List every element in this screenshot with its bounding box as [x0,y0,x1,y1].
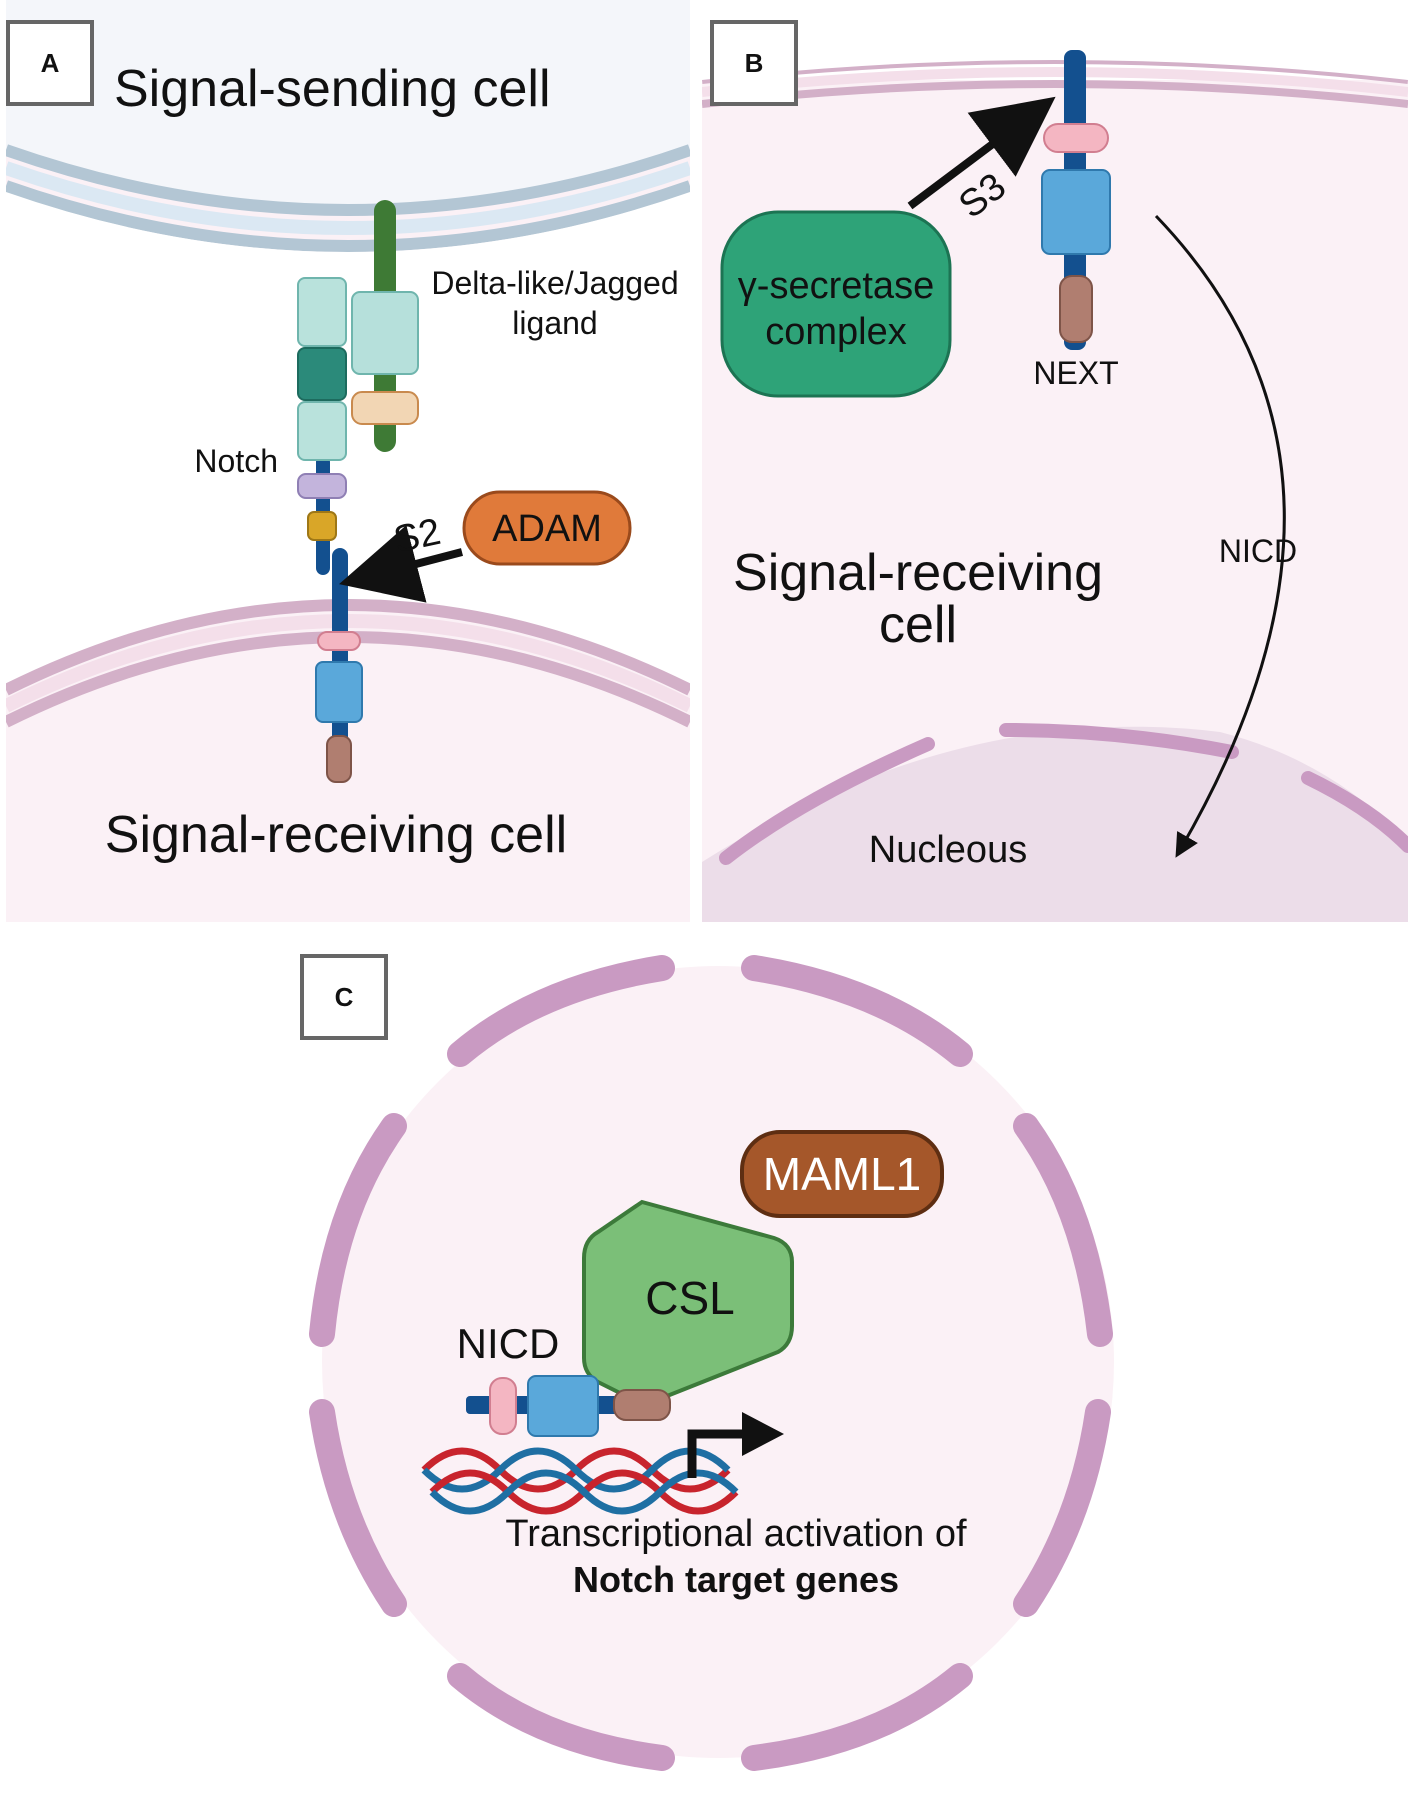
panel-b-letter: B [745,48,764,78]
envelope-c-seg-1 [447,955,675,1067]
b-membrane-outer [702,56,1408,84]
panel-b: γ-secretase complex S3 NEXT NICD Signal-… [702,0,1408,922]
nucleus-body [702,726,1408,922]
panel-b-letter-box [710,20,798,106]
nicd-label-c: NICD [457,1320,560,1367]
notch-blue-domain-a [315,661,363,723]
notch-nrr-domain [297,473,347,499]
ligand-domain [351,291,419,375]
sending-membrane-mid [6,161,690,235]
envelope-c-seg-5 [741,1663,973,1771]
notch-egf-domain-1 [297,277,347,347]
nuclear-envelope-c [309,955,1113,1771]
caption-line1: Transcriptional activation of [505,1513,967,1555]
gamma-secretase-label-line1: γ-secretase [738,265,934,307]
nuclear-envelope-seg-2 [999,723,1239,759]
envelope-c-seg-4 [1013,1399,1111,1617]
maml1-protein [740,1130,944,1218]
delta-jagged-ligand [351,200,419,452]
ligand-label-line2: ligand [512,305,597,341]
envelope-c-seg-6 [447,1663,675,1771]
nicd-blue-domain [527,1375,599,1437]
panel-c-letter: C [335,982,354,1012]
notch-receptor [297,277,363,783]
panel-c-letter-box [300,954,388,1040]
dna-double-helix [421,1447,739,1515]
notch-egf-domain-2 [297,347,347,401]
adam-enzyme [462,490,632,566]
notch-hd-domain [307,511,337,541]
notch-egf-domain-3 [297,401,347,461]
panel-a-letter: A [41,48,60,78]
envelope-c-seg-8 [309,1113,407,1347]
panel-a: ADAM S2 Signal-sending cell Delta-like/J… [6,0,690,922]
maml1-label: MAML1 [763,1148,921,1200]
nicd-brown-domain [613,1389,671,1421]
s2-arrow [339,525,464,603]
signal-receiving-cell-label-b-line2: cell [879,596,957,654]
next-blue-domain [1041,169,1111,255]
csl-label: CSL [645,1272,734,1324]
gamma-secretase-complex [720,210,952,398]
sending-cell-body [6,0,690,210]
sending-membrane-inner [6,180,690,252]
nicd-pink-domain [489,1377,517,1435]
dna-strand-blue [421,1447,731,1493]
envelope-c-seg-7 [309,1399,407,1617]
signal-sending-cell-label: Signal-sending cell [114,60,551,118]
sending-membrane-outer [6,144,690,216]
envelope-c-seg-3 [1013,1113,1113,1347]
next-pink-domain [1043,123,1109,153]
s2-label: S2 [390,511,444,562]
b-membrane-mid [702,67,1408,97]
transcription-start-arrowhead [742,1412,784,1456]
nuclear-envelope-seg-1 [719,737,935,865]
notch-pink-domain-a [317,631,361,651]
nucleus-label: Nucleous [869,829,1027,871]
nicd-label-b: NICD [1219,533,1297,569]
s3-arrow [907,96,1056,210]
dna-strand-blue-2 [429,1469,739,1515]
b-outside [702,0,1408,80]
gamma-secretase-label-line2: complex [765,311,907,353]
notch-label: Notch [194,443,278,479]
next-fragment [1041,50,1111,350]
signal-receiving-cell-label-b-line1: Signal-receiving [733,544,1103,602]
panel-c: MAML1 CSL NICD Transcriptional activatio… [300,954,1114,1771]
envelope-c-seg-2 [741,955,973,1067]
caption-line2: Notch target genes [573,1559,899,1600]
ligand-label-line1: Delta-like/Jagged [431,265,678,301]
b-membrane-inner [702,80,1408,108]
panel-a-letter-box [6,20,94,106]
nicd-fragment [466,1375,671,1437]
notch-brown-domain-a [326,735,352,783]
transcription-start-line [687,1429,744,1478]
next-brown-domain [1059,275,1093,343]
nuclear-envelope-seg-3 [1301,771,1408,853]
next-label: NEXT [1033,355,1118,391]
nicd-translocation-arrow [1154,214,1286,858]
ligand-tan-domain [351,391,419,425]
signal-receiving-cell-label-a: Signal-receiving cell [105,806,567,864]
adam-label: ADAM [492,508,602,550]
